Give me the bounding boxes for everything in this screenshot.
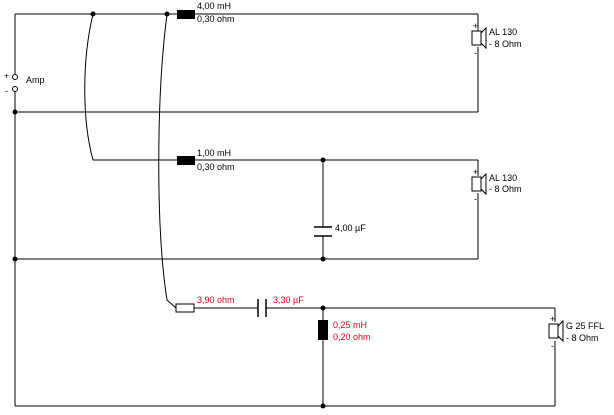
inductor-symbol bbox=[177, 156, 195, 165]
resistor-resistance: 3,90 ohm bbox=[197, 295, 235, 305]
speaker-model: G 25 FFL bbox=[566, 321, 604, 331]
junction-dot bbox=[320, 305, 326, 311]
speaker-plus-sign: + bbox=[550, 314, 555, 324]
inductor-symbol bbox=[318, 320, 328, 340]
junction-dot bbox=[12, 109, 18, 115]
amp-minus-sign: - bbox=[5, 86, 8, 96]
junction-dots bbox=[12, 11, 326, 409]
speaker-minus-sign: - bbox=[474, 48, 477, 58]
junction-dot bbox=[90, 11, 96, 17]
capacitor-capacitance: 3,30 µF bbox=[273, 295, 304, 305]
junction-dot bbox=[320, 157, 326, 163]
speaker-impedance: - 8 Ohm bbox=[489, 184, 522, 194]
speaker-icon bbox=[548, 319, 564, 343]
speaker-impedance: - 8 Ohm bbox=[566, 333, 599, 343]
speaker-minus-sign: - bbox=[551, 341, 554, 351]
junction-dot bbox=[320, 403, 326, 409]
resistor-symbol bbox=[175, 303, 195, 313]
inductor-inductance: 0,25 mH bbox=[333, 320, 367, 330]
amp-label: Amp bbox=[26, 75, 45, 85]
inductor-resistance: 0,30 ohm bbox=[197, 14, 235, 24]
wires bbox=[14, 13, 556, 407]
speaker-plus-sign: + bbox=[473, 21, 478, 31]
branch1: 4,00 mH 0,30 ohm + - AL 130 - 8 Ohm bbox=[177, 1, 522, 58]
speaker-model: AL 130 bbox=[489, 173, 517, 183]
inductor-symbol bbox=[177, 10, 195, 19]
inductor-inductance: 1,00 mH bbox=[197, 148, 231, 158]
amp-minus-terminal bbox=[12, 86, 18, 92]
inductor-resistance: 0,20 ohm bbox=[333, 332, 371, 342]
amp-terminals: + - Amp bbox=[4, 71, 45, 96]
junction-dot bbox=[164, 11, 170, 17]
amp-plus-terminal bbox=[12, 74, 18, 80]
branch3: 3,90 ohm 3,30 µF 0,25 mH 0,20 ohm + - G … bbox=[175, 295, 604, 351]
branch2: 1,00 mH 0,30 ohm 4,00 µF + - AL 130 - 8 … bbox=[177, 148, 522, 237]
inductor-inductance: 4,00 mH bbox=[197, 1, 231, 11]
speaker-icon bbox=[471, 26, 487, 50]
junction-dot bbox=[320, 256, 326, 262]
capacitor-symbol bbox=[257, 299, 267, 317]
speaker-icon bbox=[471, 172, 487, 196]
speaker-minus-sign: - bbox=[474, 194, 477, 204]
speaker-impedance: - 8 Ohm bbox=[489, 39, 522, 49]
amp-plus-sign: + bbox=[4, 71, 9, 81]
capacitor-symbol bbox=[314, 226, 332, 237]
speaker-model: AL 130 bbox=[489, 27, 517, 37]
capacitor-capacitance: 4,00 µF bbox=[335, 223, 366, 233]
inductor-resistance: 0,30 ohm bbox=[197, 162, 235, 172]
speaker-plus-sign: + bbox=[473, 167, 478, 177]
junction-dot bbox=[12, 256, 18, 262]
